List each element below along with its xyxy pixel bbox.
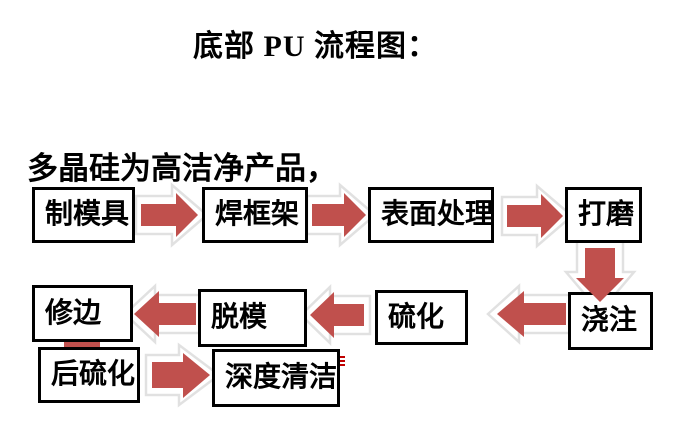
step-box-post-vulcanize: 后硫化	[38, 347, 140, 403]
step-label: 打磨	[578, 199, 635, 230]
arrow-trim-to-post-vulcanize	[64, 340, 100, 348]
intro-text: 多晶硅为高洁净产品，	[27, 151, 337, 186]
step-box-polish: 打磨	[565, 187, 642, 243]
step-label: 表面处理	[381, 199, 494, 230]
page-title: 底部 PU 流程图：	[193, 30, 438, 63]
step-box-make-mold: 制模具	[32, 187, 135, 243]
step-box-weld-frame: 焊框架	[202, 187, 308, 243]
step-label: 后硫化	[51, 359, 136, 390]
step-box-demold: 脱模	[198, 289, 307, 347]
step-label: 脱模	[211, 302, 268, 333]
step-box-trim: 修边	[32, 285, 133, 342]
revision-mark	[340, 356, 345, 366]
step-label: 硫化	[388, 301, 445, 333]
step-box-pour: 浇注	[568, 292, 653, 350]
step-label: 修边	[45, 297, 102, 329]
step-label: 深度清洁	[225, 362, 338, 393]
step-box-vulcanize: 硫化	[375, 290, 468, 345]
step-label: 焊框架	[215, 199, 300, 230]
step-box-deep-clean: 深度清洁	[212, 349, 340, 407]
step-label: 制模具	[45, 199, 130, 230]
step-label: 浇注	[581, 305, 638, 336]
step-box-surface-treatment: 表面处理	[368, 187, 494, 243]
